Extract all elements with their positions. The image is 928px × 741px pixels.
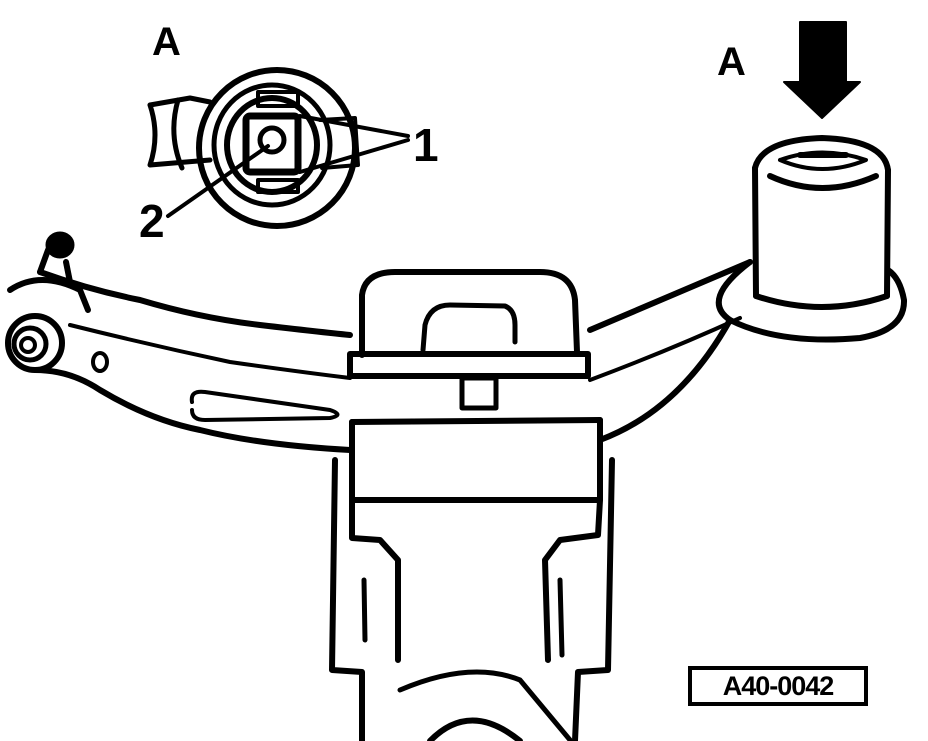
detail-bushing-view bbox=[147, 67, 410, 229]
control-arm bbox=[5, 231, 753, 453]
reference-code-box: A40-0042 bbox=[688, 666, 868, 706]
main-view-label: A bbox=[717, 40, 746, 84]
detail-view-label: A bbox=[152, 20, 181, 64]
callout-2-label: 2 bbox=[139, 195, 165, 247]
callout-1-label: 1 bbox=[413, 119, 439, 171]
bushing-cylinder bbox=[715, 135, 908, 343]
center-mount bbox=[329, 269, 615, 741]
down-arrow-icon bbox=[783, 21, 861, 119]
reference-code: A40-0042 bbox=[722, 670, 835, 701]
